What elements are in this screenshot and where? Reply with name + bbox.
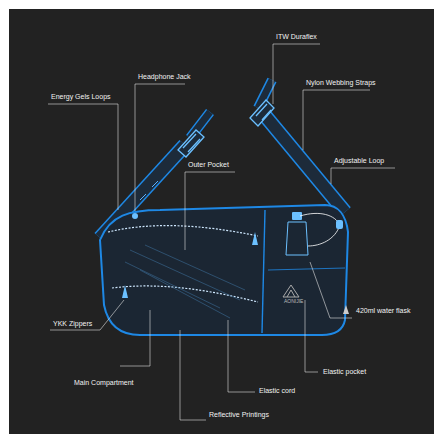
logo-text: AONIJIE [283, 299, 304, 305]
part-label: 420ml water flask [355, 307, 411, 315]
buckle [178, 100, 274, 157]
part-label: Elastic pocket [322, 368, 367, 376]
panel [9, 9, 434, 434]
part-label: ITW Duraflex [275, 33, 318, 41]
part-label: Adjustable Loop [333, 157, 385, 165]
part-label: Outer Pocket [187, 161, 230, 169]
logo-mark [283, 285, 299, 297]
part-label: YKK Zippers [52, 320, 93, 328]
part-label: Elastic cord [258, 387, 296, 395]
part-label: Headphone Jack [137, 73, 192, 81]
part-label: Nylon Webbing Straps [305, 79, 377, 87]
bag-body [100, 205, 348, 335]
part-label: Main Compartment [73, 379, 135, 387]
part-label: Reflective Printings [208, 411, 270, 419]
leader-line [48, 44, 395, 420]
part-label: Energy Gels Loops [50, 93, 112, 101]
flask-icon [343, 305, 349, 314]
